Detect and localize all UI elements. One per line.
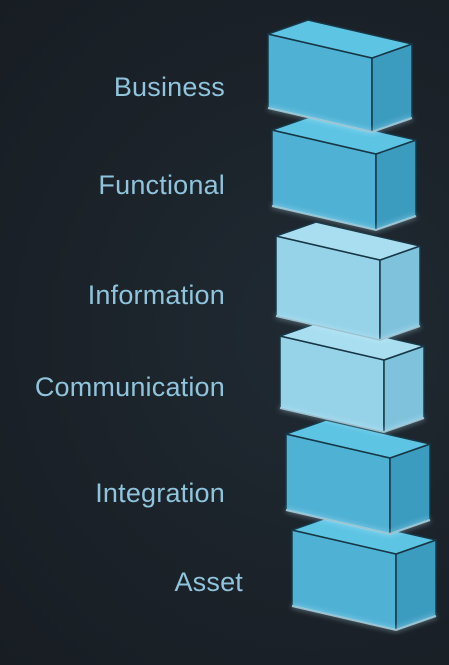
block-top-face — [271, 115, 417, 155]
block-side-face — [375, 139, 417, 231]
block-side-face — [389, 443, 431, 535]
layer-label-business: Business — [113, 72, 225, 102]
block-top-face — [275, 221, 421, 261]
block-top-face — [291, 515, 437, 555]
block-seam-glow — [275, 315, 421, 342]
block-top-face — [267, 19, 413, 59]
block-side-face — [371, 43, 413, 133]
block-seam-glow — [271, 205, 417, 232]
layer-label-asset: Asset — [174, 567, 243, 597]
block-seam-glow — [285, 509, 431, 536]
block-side-face — [379, 245, 421, 341]
block-business — [267, 19, 413, 134]
block-seam-glow — [267, 107, 413, 134]
layer-label-information: Information — [87, 280, 225, 310]
layer-label-functional: Functional — [98, 170, 225, 200]
block-functional — [271, 115, 417, 232]
block-communication — [279, 321, 425, 434]
block-side-face — [395, 539, 437, 631]
block-integration — [285, 419, 431, 536]
block-top-face — [279, 321, 425, 361]
layer-label-communication: Communication — [34, 372, 225, 402]
block-information — [275, 221, 421, 342]
block-top-face — [285, 419, 431, 459]
layer-label-integration: Integration — [95, 478, 225, 508]
block-seam-glow — [279, 407, 425, 434]
block-seam-glow — [291, 605, 437, 632]
block-asset — [291, 515, 437, 632]
